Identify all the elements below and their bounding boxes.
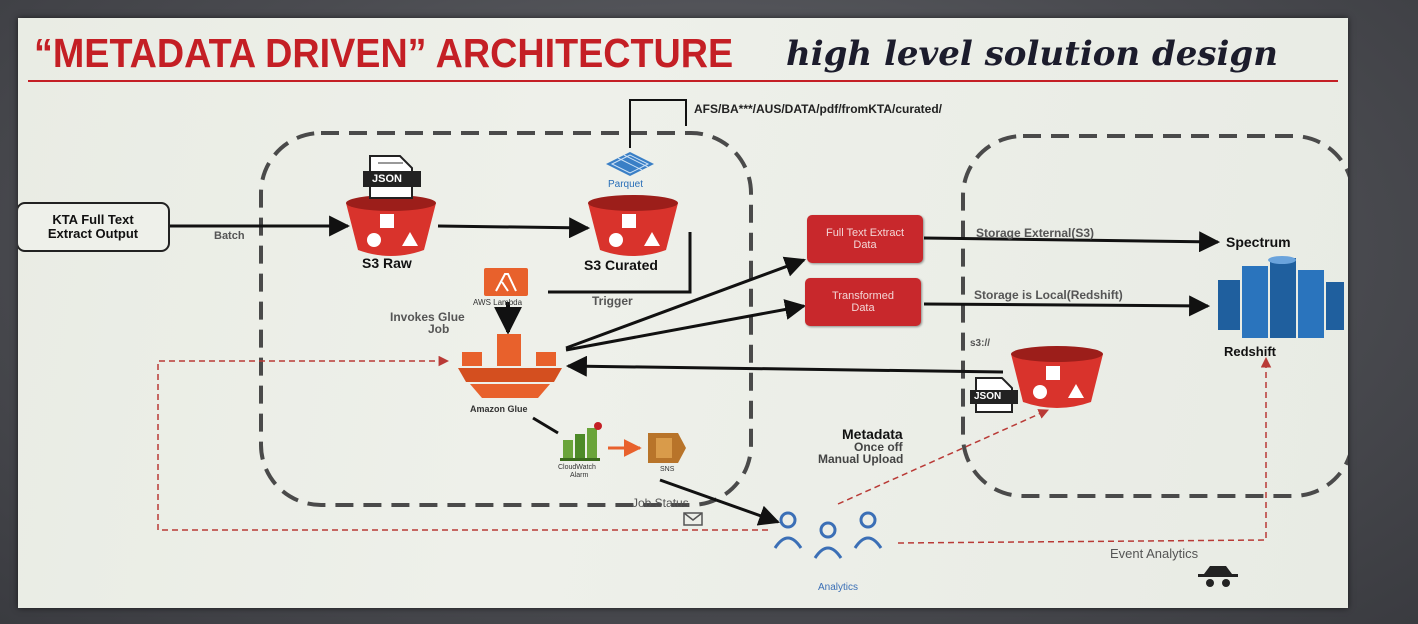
parquet-icon — [606, 152, 654, 176]
analytics-label: Analytics — [818, 582, 859, 593]
slide: “METADATA DRIVEN” ARCHITECTURE high leve… — [18, 18, 1348, 608]
kta-input-line1: KTA Full Text — [52, 212, 134, 227]
arrow-glue-to-transformed — [565, 299, 807, 352]
storage-local-label: Storage is Local(Redshift) — [974, 288, 1123, 302]
transformed-data-box: Transformed Data — [805, 278, 921, 326]
batch-label: Batch — [214, 230, 245, 242]
s3-raw-label: S3 Raw — [362, 255, 412, 271]
cloudwatch-label-1: CloudWatch — [558, 464, 596, 471]
arrow-to-spectrum — [923, 231, 1221, 253]
analytics-users-icon — [773, 511, 883, 559]
cloudwatch-label-2: Alarm — [570, 472, 589, 479]
once-off-label: Once off — [854, 440, 903, 454]
transformed-line2: Data — [851, 302, 875, 314]
json-file-icon-2 — [970, 377, 1018, 413]
amazon-glue-label: Amazon Glue — [470, 404, 528, 414]
redshift-label: Redshift — [1224, 344, 1276, 359]
arrow-metadata-to-glue — [565, 355, 1004, 377]
dashed-analytics-to-redshift — [897, 356, 1272, 544]
event-analytics-icon — [1198, 566, 1238, 587]
storage-external-label: Storage External(S3) — [976, 226, 1095, 240]
arrow-to-redshift — [923, 295, 1211, 317]
redshift-icon — [1218, 256, 1344, 338]
cloudwatch-alarm-icon — [560, 422, 602, 461]
json-file-icon — [363, 155, 421, 199]
invokes-glue-label-1: Invokes Glue — [390, 310, 465, 324]
aws-lambda-label: AWS Lambda — [473, 298, 523, 307]
parquet-label: Parquet — [608, 179, 644, 190]
kta-input-box: KTA Full Text Extract Output — [18, 202, 170, 252]
title-main: “METADATA DRIVEN” ARCHITECTURE — [34, 30, 734, 76]
s3-curated-bucket-icon — [588, 195, 678, 256]
envelope-icon — [683, 512, 703, 526]
metadata-s3-bucket-icon — [1011, 346, 1103, 408]
spectrum-label: Spectrum — [1226, 234, 1291, 250]
arrow-glue-to-fulltext — [565, 256, 806, 350]
arrow-sns-to-analytics — [659, 478, 780, 526]
title-rule — [28, 80, 1338, 82]
path-label: AFS/BA***/AUS/DATA/pdf/fromKTA/curated/ — [694, 102, 943, 116]
title-sub: high level solution design — [786, 34, 1278, 74]
arrow-trigger — [548, 232, 692, 294]
manual-upload-label: Manual Upload — [818, 452, 904, 466]
event-analytics-label: Event Analytics — [1110, 546, 1199, 561]
redshift-region — [961, 134, 1348, 498]
amazon-glue-icon — [458, 334, 562, 398]
json-label: JSON — [372, 173, 402, 185]
invokes-glue-label-2: Job — [428, 322, 450, 336]
aws-processing-region — [259, 131, 753, 507]
json-label-2: JSON — [974, 391, 1002, 402]
path-bracket — [629, 99, 687, 148]
arrow-raw-to-curated — [437, 217, 591, 239]
full-text-line2: Data — [853, 239, 877, 251]
s3-raw-bucket-icon — [346, 195, 436, 256]
dashed-analytics-to-glue — [157, 355, 768, 531]
kta-input-line2: Extract Output — [47, 226, 139, 241]
full-text-line1: Full Text Extract — [825, 227, 905, 239]
aws-lambda-icon — [484, 268, 528, 296]
job-status-label: Job Status — [632, 496, 689, 510]
full-text-extract-box: Full Text Extract Data — [807, 215, 923, 263]
s3-prefix-label: s3:// — [970, 338, 991, 349]
diagram-canvas — [157, 99, 1348, 587]
transformed-line1: Transformed — [832, 290, 894, 302]
sns-label: SNS — [660, 466, 675, 473]
line-glue-to-cloudwatch — [532, 416, 559, 435]
s3-curated-label: S3 Curated — [584, 257, 658, 273]
dashed-metadata-upload — [837, 409, 1049, 505]
metadata-label: Metadata — [842, 426, 903, 442]
trigger-label: Trigger — [592, 294, 633, 308]
sns-icon — [648, 433, 686, 463]
